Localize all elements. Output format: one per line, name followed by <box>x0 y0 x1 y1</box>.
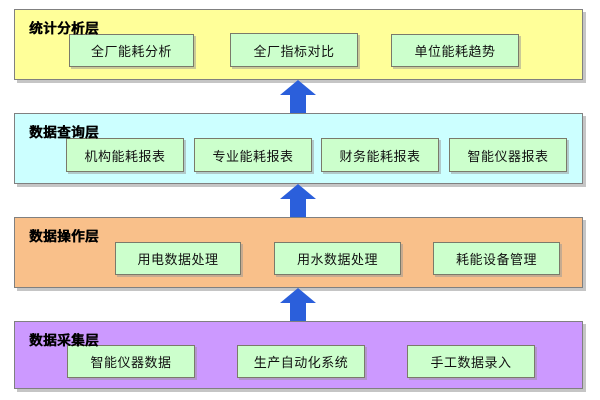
arrow-up-icon <box>280 184 316 217</box>
node-manual-data-entry[interactable]: 手工数据录入 <box>407 345 535 378</box>
node-full-plant-energy-analysis[interactable]: 全厂能耗分析 <box>69 34 194 67</box>
layer-label-data-collection: 数据采集层 <box>29 333 99 349</box>
arrow-up-icon <box>280 288 316 321</box>
node-row-data-operation: 用电数据处理 用水数据处理 耗能设备管理 <box>15 218 582 287</box>
layer-data-query: 数据查询层 机构能耗报表 专业能耗报表 财务能耗报表 智能仪器报表 <box>14 113 583 184</box>
arrow-up-icon <box>280 80 316 113</box>
node-financial-energy-report[interactable]: 财务能耗报表 <box>321 138 439 172</box>
node-electricity-data-processing[interactable]: 用电数据处理 <box>115 242 241 275</box>
layer-label-data-operation: 数据操作层 <box>29 229 99 245</box>
layer-label-data-query: 数据查询层 <box>29 125 99 141</box>
node-smart-instrument-data[interactable]: 智能仪器数据 <box>67 345 195 378</box>
node-energy-equipment-management[interactable]: 耗能设备管理 <box>433 242 560 275</box>
node-full-plant-index-comparison[interactable]: 全厂指标对比 <box>230 33 358 67</box>
node-row-statistics-analysis: 全厂能耗分析 全厂指标对比 单位能耗趋势 <box>15 10 582 79</box>
node-organization-energy-report[interactable]: 机构能耗报表 <box>66 138 184 172</box>
arrow-collection-to-operation <box>276 288 320 321</box>
layer-statistics-analysis: 统计分析层 全厂能耗分析 全厂指标对比 单位能耗趋势 <box>14 9 583 80</box>
layer-data-collection: 数据采集层 智能仪器数据 生产自动化系统 手工数据录入 <box>14 321 583 389</box>
node-smart-instrument-report[interactable]: 智能仪器报表 <box>449 138 567 172</box>
arrow-operation-to-query <box>276 184 320 217</box>
arrow-query-to-statistics <box>276 80 320 113</box>
layer-label-statistics-analysis: 统计分析层 <box>29 21 99 37</box>
node-unit-energy-trend[interactable]: 单位能耗趋势 <box>391 34 519 67</box>
node-row-data-collection: 智能仪器数据 生产自动化系统 手工数据录入 <box>15 322 582 388</box>
node-water-data-processing[interactable]: 用水数据处理 <box>274 242 401 275</box>
layer-data-operation: 数据操作层 用电数据处理 用水数据处理 耗能设备管理 <box>14 217 583 288</box>
node-professional-energy-report[interactable]: 专业能耗报表 <box>194 138 312 172</box>
node-production-automation-system[interactable]: 生产自动化系统 <box>237 345 365 378</box>
node-row-data-query: 机构能耗报表 专业能耗报表 财务能耗报表 智能仪器报表 <box>15 114 582 183</box>
